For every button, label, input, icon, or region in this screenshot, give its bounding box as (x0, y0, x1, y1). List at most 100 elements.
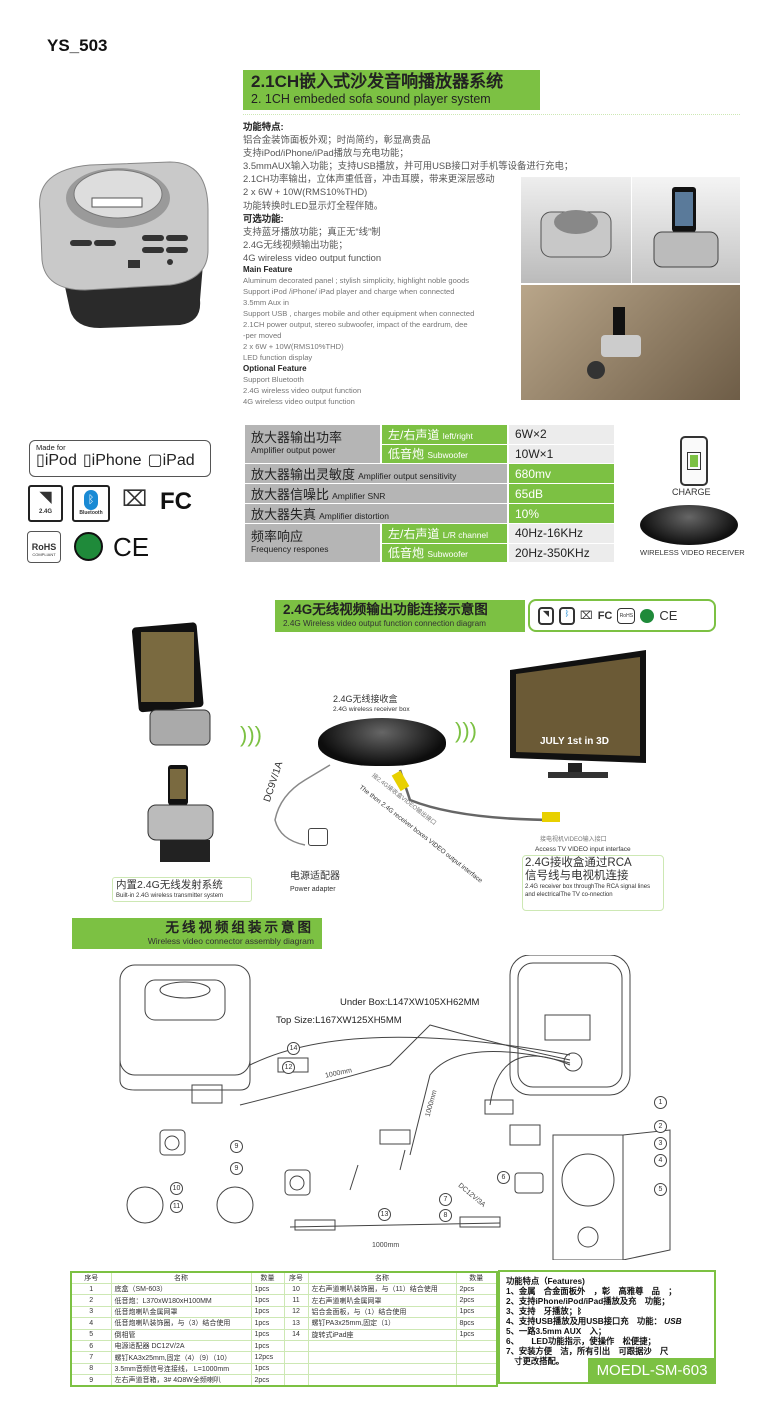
made-for-label: Made for (36, 443, 66, 452)
part-name: 左右声道喇叭金属网罩 (307, 1294, 457, 1307)
part-name: 电源适配器 DC12V/2A (110, 1339, 252, 1353)
green-dot-icon (640, 608, 655, 623)
rca-callout: 2.4G接收盒通过RCA 信号线与电视机连接 2.4G receiver box… (522, 855, 664, 911)
part-qty: 1pcs (250, 1282, 285, 1296)
feature-en: Support iPod /iPhone/ iPad player and ch… (243, 287, 455, 297)
part-qty: 1pcs (250, 1339, 285, 1353)
feature-cn: 功能转换时LED显示灯全程伴随。 (243, 199, 384, 211)
part-no (283, 1339, 309, 1353)
ce-mark: CE (113, 532, 150, 562)
feature-cn: 铝合金装饰面板外观；时尚简约，彰显高贵品 (243, 134, 431, 146)
part-qty: 1pcs (250, 1328, 285, 1341)
callout-1: 1 (654, 1096, 667, 1109)
callout-9: 9 (230, 1140, 243, 1153)
feature-en: 2.1CH power output, stereo subwoofer, im… (243, 320, 468, 330)
receiver-label: WIRELESS VIDEO RECEIVER (640, 548, 745, 557)
signal-waves-icon: ))) (240, 722, 262, 747)
charge-label: CHARGE (672, 487, 711, 497)
callout-5: 5 (654, 1183, 667, 1196)
features-cn-opt-heading: 可选功能: (243, 212, 284, 224)
part-name (307, 1339, 457, 1353)
part-name: 低音炮喇叭金属网罩 (110, 1305, 252, 1319)
features-box: 功能特点（Features) 1、金属 合金面板外 ，彰 高雅尊 品 ； 2、支… (498, 1270, 716, 1384)
callout-11: 11 (170, 1200, 183, 1213)
ipad-icon: ▢ (147, 452, 163, 469)
certification-strip: ◥ ᛒ ⌧ FC RoHS CE (528, 599, 716, 632)
callout-13: 13 (378, 1208, 391, 1221)
features-box-item: 3、支持 牙播放；ᛒ (506, 1306, 582, 1316)
callout-10: 10 (170, 1182, 183, 1195)
tv-in-label-cn: 接电视机VIDEO输入接口 (540, 837, 607, 843)
feature-en-opt: Support Bluetooth (243, 375, 304, 385)
tv-image: JULY 1st in 3D (508, 648, 648, 793)
features-box-item: 5、一路3.5mm AUX 入； (506, 1326, 607, 1336)
features-en-opt-heading: Optional Feature (243, 364, 307, 374)
part-qty: 2pcs (455, 1282, 498, 1296)
title-cn: 2.1CH嵌入式沙发音响播放器系统 (251, 72, 504, 91)
part-no: 9 (70, 1374, 112, 1387)
receiver-box-image (318, 718, 446, 766)
bluetooth-icon: ᛒ (577, 1306, 582, 1316)
tx-callout: 内置2.4G无线发射系统 Built-in 2.4G wireless tran… (112, 877, 252, 902)
tv-screen-text: JULY 1st in 3D (540, 736, 609, 747)
spec-row-sensitivity: 放大器输出灵敏度 Amplifier output sensitivity 68… (245, 464, 614, 483)
part-no (283, 1374, 309, 1387)
part-qty (455, 1351, 498, 1364)
doc-id: YS_503 (47, 36, 108, 55)
part-qty: 12pcs (250, 1351, 285, 1364)
ce-icon: CE (659, 608, 678, 623)
wifi-icon: ◥ (538, 606, 554, 625)
callout-6: 6 (497, 1171, 510, 1184)
top-size-label: Top Size:L167XW125XH5MM (276, 1015, 402, 1026)
feature-cn: 2 x 6W + 10W(RMS10%THD) (243, 186, 368, 198)
part-qty: 8pcs (455, 1317, 498, 1330)
part-name: 左右声道音箱，3# 4Ω8W全频喇叭 (110, 1374, 252, 1387)
rohs-badge: RoHS COMPLIANT (27, 531, 61, 563)
features-box-title: 功能特点（Features) (506, 1276, 585, 1286)
under-box-label: Under Box:L147XW105XH62MM (340, 997, 480, 1008)
spec-row-snr: 放大器信噪比 Amplifier SNR 65dB (245, 484, 614, 503)
bluetooth-icon: ᛒ (84, 490, 98, 510)
bluetooth-badge: ᛒ Bluetooth (72, 485, 110, 522)
part-qty: 2pcs (250, 1374, 285, 1387)
feature-en: -per moved (243, 331, 282, 341)
wifi-badge: ◥ 2.4G (28, 485, 63, 522)
part-qty (455, 1362, 498, 1376)
model-label: MOEDL-SM-603 (588, 1358, 716, 1384)
part-qty: 1pcs (455, 1305, 498, 1319)
part-no: 3 (70, 1305, 112, 1319)
feature-cn: 支持iPod/iPhone/iPad播放与充电功能； (243, 147, 409, 159)
part-no: 11 (283, 1294, 309, 1307)
part-no: 5 (70, 1328, 112, 1341)
section2-banner: 2.4G无线视频输出功能连接示意图 2.4G Wireless video ou… (275, 600, 525, 632)
part-qty: 1pcs (250, 1305, 285, 1319)
callout-9: 9 (230, 1162, 243, 1175)
adapter-label-en: Power adapter (290, 886, 336, 893)
fc-mark: FC (160, 488, 192, 515)
feature-cn-opt: 4G wireless video output function (243, 251, 382, 263)
features-box-item: 4、支持USB播放及用USB接口充 功能： USB (506, 1316, 682, 1326)
product-photo-iphone (632, 177, 740, 283)
receiver-image (640, 505, 738, 545)
feature-en-opt: 2.4G wireless video output function (243, 386, 362, 396)
adapter-image (308, 828, 328, 846)
title-banner: 2.1CH嵌入式沙发音响播放器系统 2. 1CH embeded sofa so… (243, 70, 540, 110)
battery-icon (687, 452, 701, 470)
features-text: 功能特点: 铝合金装饰面板外观；时尚简约，彰显高贵品 支持iPod/iPhone… (243, 120, 573, 407)
feature-en: 3.5mm Aux in (243, 298, 290, 308)
green-dot-icon (74, 532, 103, 561)
part-no: 1 (70, 1282, 112, 1296)
callout-4: 4 (654, 1154, 667, 1167)
part-no: 8 (70, 1362, 112, 1376)
wifi-icon: ◥ (39, 489, 52, 506)
part-no: 14 (283, 1328, 309, 1341)
part-name: 旋转式iPad座 (307, 1328, 457, 1341)
part-no (283, 1351, 309, 1364)
iphone-icon: ▯ (82, 452, 92, 469)
iphone-label: ▯iPhone (82, 452, 142, 469)
feature-en: 2 x 6W + 10W(RMS10%THD) (243, 342, 344, 352)
